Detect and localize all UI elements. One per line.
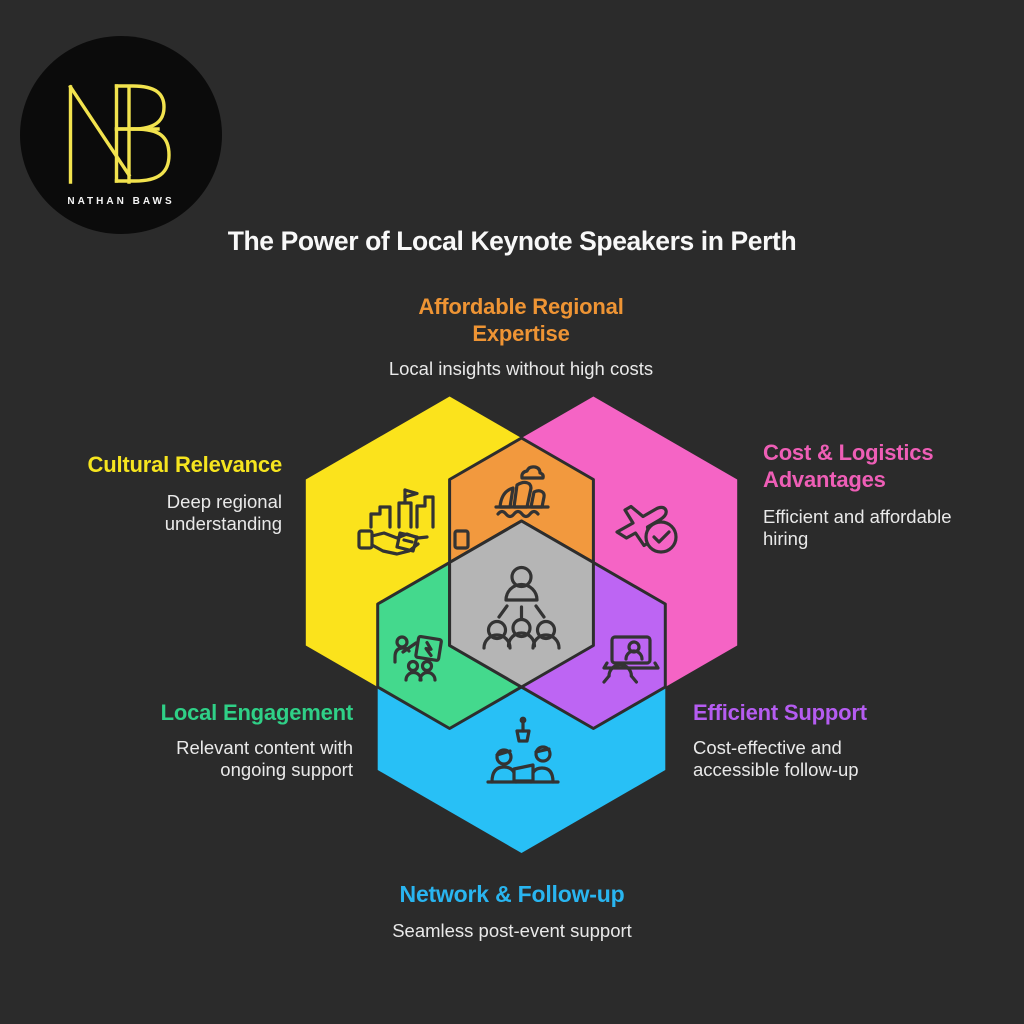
section-efficient: Efficient Support Cost-effective and acc… — [693, 699, 928, 781]
section-efficient-title: Efficient Support — [693, 700, 867, 725]
meeting-icon — [486, 716, 560, 784]
section-local: Local Engagement Relevant content with o… — [73, 699, 354, 781]
section-local-title: Local Engagement — [160, 700, 354, 725]
plane-check-icon — [615, 504, 678, 554]
nb-monogram-strokes — [68, 84, 171, 184]
brand-name: NATHAN BAWS — [67, 196, 175, 207]
section-affordable-description: Local insights without high costs — [388, 358, 654, 379]
section-network: Network & Follow-up Seamless post-event … — [0, 881, 1024, 942]
video-call-icon — [602, 635, 660, 684]
section-cost: Cost & Logistics Advantages Efficient an… — [763, 439, 998, 550]
speaker-audience-icon — [482, 565, 561, 650]
section-efficient-description: Cost-effective and accessible follow-up — [693, 737, 859, 780]
section-network-title: Network & Follow-up — [399, 881, 625, 907]
section-cultural: Cultural Relevance Deep regional underst… — [2, 451, 283, 535]
section-local-description: Relevant content with ongoing support — [176, 737, 353, 780]
section-network-description: Seamless post-event support — [392, 920, 632, 941]
section-affordable-title: Affordable Regional Expertise — [418, 294, 624, 346]
page-title: The Power of Local Keynote Speakers in P… — [227, 226, 797, 256]
section-affordable: Affordable Regional Expertise Local insi… — [321, 293, 721, 380]
section-cost-description: Efficient and affordable hiring — [763, 506, 952, 549]
section-cultural-title: Cultural Relevance — [87, 452, 283, 477]
workshop-icon — [393, 634, 443, 682]
brand-logo: NATHAN BAWS — [20, 36, 222, 234]
nb-monogram-icon — [68, 84, 171, 184]
city-handshake-icon — [357, 488, 470, 556]
section-cost-title: Cost & Logistics Advantages — [763, 440, 934, 492]
section-cultural-description: Deep regional understanding — [164, 491, 282, 534]
opera-house-icon — [494, 465, 550, 519]
